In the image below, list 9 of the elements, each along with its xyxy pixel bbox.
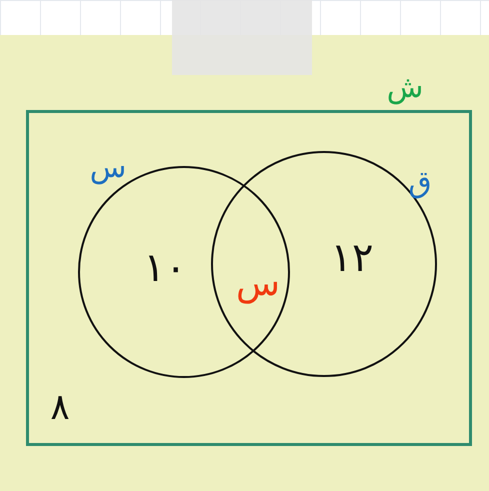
region-count: ١٠ [144, 248, 186, 288]
set-circle [78, 166, 290, 378]
set-label: ش [386, 73, 424, 103]
set-label: ق [408, 168, 432, 198]
intersection-label: س [236, 266, 280, 302]
set-circle [211, 151, 437, 377]
set-label: س [90, 153, 126, 183]
region-count: ٨ [50, 390, 70, 426]
region-count: ١٢ [330, 238, 374, 278]
